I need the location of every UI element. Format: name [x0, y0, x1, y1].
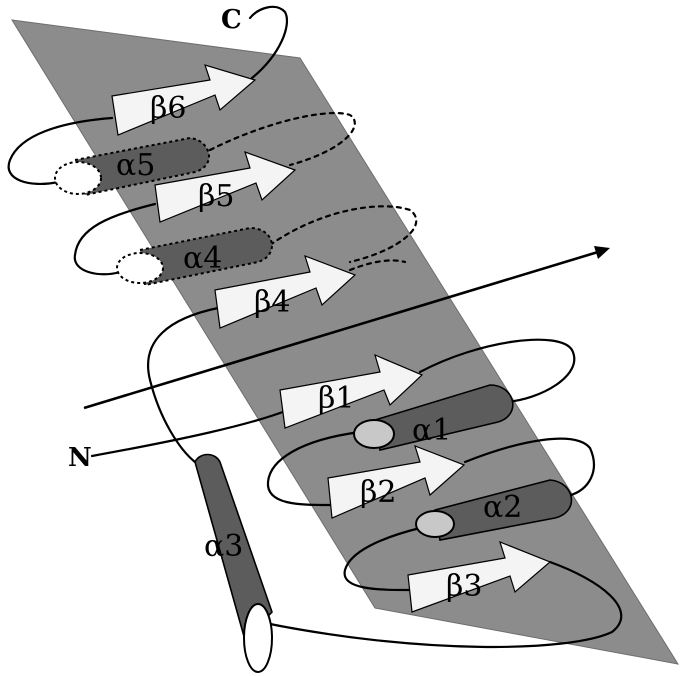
axis-arrowhead	[594, 246, 610, 259]
alpha2-label: α2	[483, 490, 522, 525]
c-terminus-label: C	[221, 5, 242, 35]
alpha3-helix-end	[243, 603, 273, 673]
loop-beta1-alpha1	[418, 338, 576, 404]
n-terminus-label: N	[68, 443, 92, 473]
loop-c-terminal	[248, 5, 289, 80]
loop-alpha1-beta2	[266, 430, 362, 507]
alpha5-helix-end	[54, 161, 102, 195]
alpha1-helix	[374, 384, 514, 451]
loop-beta3-end	[258, 560, 623, 649]
alpha2-helix	[434, 479, 573, 541]
loop-dashed-middle	[268, 205, 418, 264]
loop-dashed-upper	[208, 112, 356, 167]
alpha2-helix-end	[415, 510, 455, 538]
axis-line	[83, 250, 599, 410]
alpha4-label: α4	[183, 241, 222, 276]
loop-beta4-alpha3	[147, 306, 220, 464]
loop-beta2-alpha2	[463, 437, 595, 498]
loop-beta6-alpha5	[7, 116, 114, 186]
beta1-strand	[279, 353, 424, 429]
loop-beta5-alpha4	[73, 202, 157, 276]
alpha3-helix	[194, 453, 273, 642]
alpha1-helix-end	[353, 419, 395, 449]
beta6-strand	[111, 64, 257, 136]
loop-dashed-lower	[348, 259, 407, 272]
beta4-label: β4	[254, 285, 290, 320]
alpha3-label: α3	[204, 529, 243, 564]
beta4-strand	[214, 255, 357, 329]
beta2-strand	[327, 444, 466, 519]
beta5-strand	[154, 151, 297, 223]
alpha5-helix	[73, 136, 210, 197]
loop-n-terminal	[90, 408, 290, 458]
alpha5-label: α5	[116, 148, 155, 183]
beta6-label: β6	[150, 91, 186, 126]
beta5-label: β5	[198, 179, 234, 214]
beta2-label: β2	[360, 475, 396, 510]
alpha1-label: α1	[412, 413, 451, 448]
beta3-label: β3	[446, 569, 482, 604]
beta3-strand	[407, 540, 552, 613]
alpha4-helix	[138, 226, 273, 287]
beta1-label: β1	[318, 381, 354, 416]
alpha4-helix-end	[116, 252, 164, 284]
loop-alpha2-beta3	[343, 526, 422, 592]
